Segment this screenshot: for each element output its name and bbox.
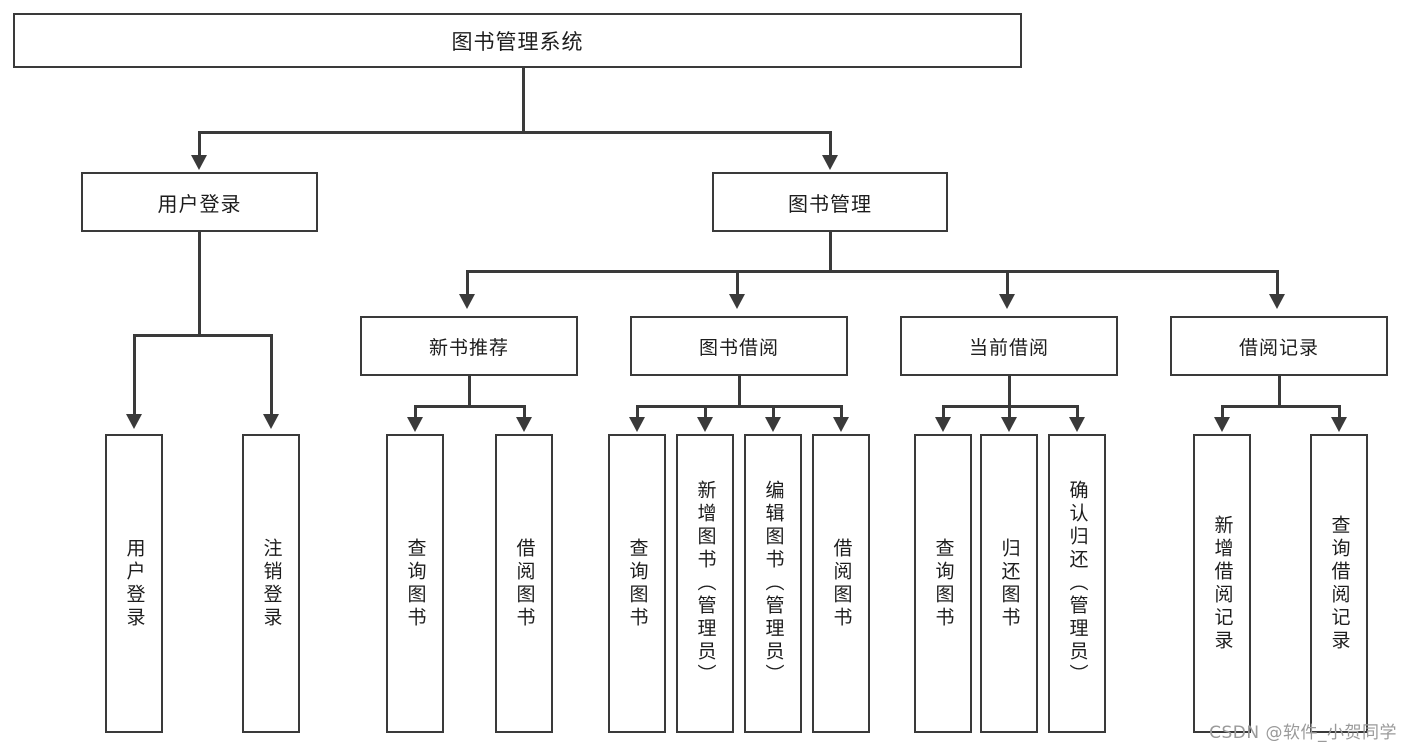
leaf-label: 注销登录 [260, 537, 283, 630]
leaf-current-borrow-3[interactable]: 确认归还（管理员） [1048, 434, 1106, 733]
leaf-label: 新增借阅记录 [1211, 514, 1234, 653]
arrow-bb-to-leaf-1 [629, 417, 645, 432]
arrow-bm-to-child-2 [729, 294, 745, 309]
arrow-bb-to-leaf-3 [765, 417, 781, 432]
leaf-book-borrow-1[interactable]: 查询图书 [608, 434, 666, 733]
leaf-new-book-recommend-2[interactable]: 借阅图书 [495, 434, 553, 733]
leaf-user-login-1[interactable]: 用户登录 [105, 434, 163, 733]
leaf-label: 归还图书 [998, 537, 1021, 630]
connector-cb-to-leaf-1 [942, 405, 945, 419]
leaf-label: 确认归还（管理员） [1066, 480, 1089, 687]
leaf-book-borrow-4[interactable]: 借阅图书 [812, 434, 870, 733]
arrow-root-to-book-management [822, 155, 838, 170]
leaf-borrow-record-1[interactable]: 新增借阅记录 [1193, 434, 1251, 733]
connector-br-to-leaf-2 [1338, 405, 1341, 419]
node-user-login[interactable]: 用户登录 [81, 172, 318, 232]
leaf-label: 编辑图书（管理员） [762, 480, 785, 687]
node-label: 新书推荐 [428, 336, 509, 359]
arrow-bb-to-leaf-2 [697, 417, 713, 432]
leaf-label: 查询图书 [932, 537, 955, 630]
arrow-bm-to-child-3 [999, 294, 1015, 309]
connector-root-to-user-login [198, 131, 201, 157]
arrow-cb-to-leaf-3 [1069, 417, 1085, 432]
leaf-label: 借阅图书 [513, 537, 536, 630]
connector-bb-bar [636, 405, 842, 408]
node-book-borrow[interactable]: 图书借阅 [630, 316, 848, 376]
connector-cb-to-leaf-2 [1008, 405, 1011, 419]
arrow-cb-to-leaf-2 [1001, 417, 1017, 432]
connector-user-login-bar [133, 334, 272, 337]
leaf-label: 查询图书 [404, 537, 427, 630]
connector-user-login-to-leaf-2 [270, 334, 273, 416]
leaf-new-book-recommend-1[interactable]: 查询图书 [386, 434, 444, 733]
connector-bb-to-leaf-1 [636, 405, 639, 419]
connector-user-login-to-leaf-1 [133, 334, 136, 416]
connector-cb-stem [1008, 376, 1011, 408]
node-current-borrow[interactable]: 当前借阅 [900, 316, 1118, 376]
connector-user-login-stem [198, 232, 201, 336]
arrow-cb-to-leaf-1 [935, 417, 951, 432]
leaf-book-borrow-2[interactable]: 新增图书（管理员） [676, 434, 734, 733]
leaf-label: 用户登录 [123, 537, 146, 630]
connector-bb-stem [738, 376, 741, 408]
leaf-borrow-record-2[interactable]: 查询借阅记录 [1310, 434, 1368, 733]
connector-bm-to-child-3 [1006, 270, 1009, 296]
node-label: 图书管理 [788, 191, 872, 216]
arrow-user-login-to-leaf-2 [263, 414, 279, 429]
connector-root-stem [522, 68, 525, 133]
connector-bb-to-leaf-2 [704, 405, 707, 419]
arrow-bb-to-leaf-4 [833, 417, 849, 432]
node-root-book-management-system[interactable]: 图书管理系统 [13, 13, 1022, 68]
leaf-label: 查询图书 [626, 537, 649, 630]
connector-root-bar [198, 131, 832, 134]
csdn-watermark: CSDN @软件_小贺同学 [1209, 723, 1397, 743]
connector-bb-to-leaf-3 [772, 405, 775, 419]
leaf-book-borrow-3[interactable]: 编辑图书（管理员） [744, 434, 802, 733]
arrow-bm-to-child-4 [1269, 294, 1285, 309]
node-label: 图书借阅 [698, 336, 779, 359]
connector-nbr-to-leaf-1 [414, 405, 417, 419]
node-label: 当前借阅 [968, 336, 1049, 359]
connector-nbr-to-leaf-2 [523, 405, 526, 419]
node-new-book-recommend[interactable]: 新书推荐 [360, 316, 578, 376]
connector-book-management-bar [466, 270, 1278, 273]
arrow-nbr-to-leaf-1 [407, 417, 423, 432]
leaf-current-borrow-2[interactable]: 归还图书 [980, 434, 1038, 733]
arrow-bm-to-child-1 [459, 294, 475, 309]
leaf-label: 新增图书（管理员） [694, 480, 717, 687]
arrow-nbr-to-leaf-2 [516, 417, 532, 432]
arrow-root-to-user-login [191, 155, 207, 170]
connector-book-management-stem [829, 232, 832, 272]
node-book-management[interactable]: 图书管理 [712, 172, 948, 232]
leaf-current-borrow-1[interactable]: 查询图书 [914, 434, 972, 733]
node-label: 借阅记录 [1238, 336, 1319, 359]
connector-bm-to-child-2 [736, 270, 739, 296]
arrow-br-to-leaf-1 [1214, 417, 1230, 432]
leaf-user-login-2[interactable]: 注销登录 [242, 434, 300, 733]
leaf-label: 查询借阅记录 [1328, 514, 1351, 653]
leaf-label: 借阅图书 [830, 537, 853, 630]
node-label: 图书管理系统 [451, 29, 584, 54]
connector-nbr-stem [468, 376, 471, 408]
arrow-user-login-to-leaf-1 [126, 414, 142, 429]
node-label: 用户登录 [157, 191, 242, 216]
arrow-br-to-leaf-2 [1331, 417, 1347, 432]
node-borrow-record[interactable]: 借阅记录 [1170, 316, 1388, 376]
connector-cb-to-leaf-3 [1076, 405, 1079, 419]
connector-bb-to-leaf-4 [840, 405, 843, 419]
connector-bm-to-child-4 [1276, 270, 1279, 296]
connector-br-bar [1221, 405, 1340, 408]
connector-br-stem [1278, 376, 1281, 408]
connector-bm-to-child-1 [466, 270, 469, 296]
connector-root-to-book-management [829, 131, 832, 157]
connector-br-to-leaf-1 [1221, 405, 1224, 419]
connector-nbr-bar [414, 405, 525, 408]
